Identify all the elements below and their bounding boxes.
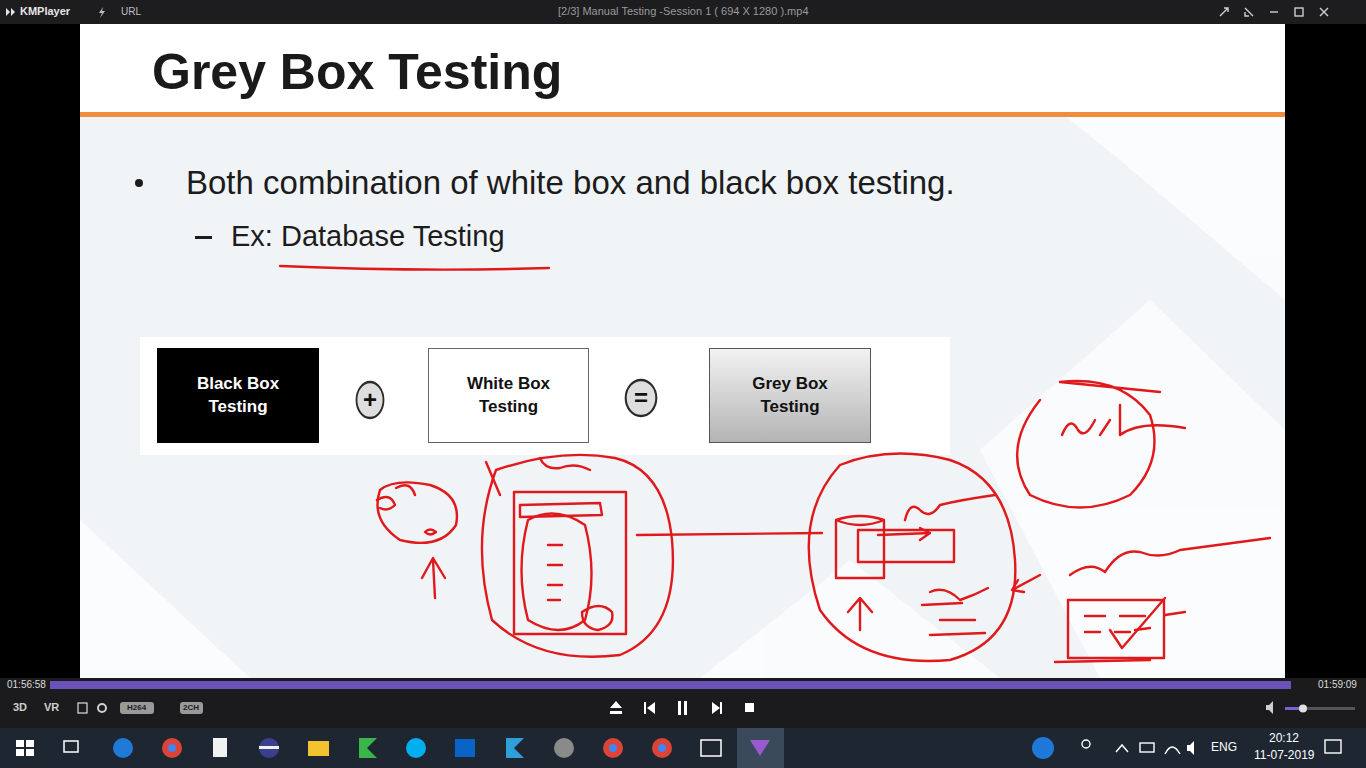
pen-annotations <box>280 266 1270 662</box>
slide-title: Grey Box Testing <box>152 44 562 102</box>
sub-bullet-text: Ex: Database Testing <box>231 220 505 253</box>
audio-channel-badge: 2CH <box>183 703 199 712</box>
3d-button: 3D <box>13 701 27 714</box>
player-title-bar <box>0 0 1366 24</box>
settings-icon <box>98 704 106 712</box>
slide-background <box>80 24 1285 678</box>
elapsed-time: 01:56:58 <box>7 679 46 691</box>
white-box: White Box Testing <box>428 348 589 443</box>
url-icon <box>99 7 105 18</box>
player-control-bar <box>0 678 1366 728</box>
taskbar-apps <box>64 728 784 768</box>
box-label: Grey Box Testing <box>722 373 858 417</box>
plus-symbol: + <box>355 380 385 420</box>
codec-badge-box <box>120 702 154 714</box>
volume-control <box>1266 701 1355 714</box>
slide-pattern <box>80 24 1285 678</box>
total-time: 01:59:09 <box>1318 679 1357 691</box>
file-title: [2/3] Manual Testing -Session 1 ( 694 X … <box>558 5 809 18</box>
equation-panel <box>140 337 950 455</box>
grey-box: Grey Box Testing <box>709 348 871 443</box>
clock-time: 20:12 <box>1269 732 1299 746</box>
black-box: Black Box Testing <box>157 348 319 443</box>
transport-buttons <box>610 701 754 715</box>
app-name: KMPlayer <box>20 5 70 18</box>
operator-sign: + <box>363 388 377 412</box>
bullet-dot <box>135 179 143 187</box>
equals-symbol: = <box>624 378 658 418</box>
input-language: ENG <box>1211 741 1237 755</box>
sub-bullet-dash <box>195 236 212 239</box>
operator-sign: = <box>634 386 648 410</box>
taskbar <box>0 728 1366 768</box>
seek-track <box>50 681 1291 689</box>
app-logo <box>6 8 15 16</box>
seek-progress <box>50 681 1291 689</box>
codec-badge: H264 <box>127 703 146 712</box>
vr-button: VR <box>44 701 59 714</box>
audio-badge-box <box>180 702 203 714</box>
playlist-icon <box>78 703 87 713</box>
slide-title-band <box>80 24 1285 113</box>
title-rule <box>80 112 1285 117</box>
url-button: URL <box>121 6 141 18</box>
bullet-text: Both combination of white box and black … <box>186 164 955 202</box>
box-label: White Box Testing <box>441 373 576 417</box>
clock-date: 11-07-2019 <box>1254 749 1315 763</box>
window-buttons <box>1220 8 1328 16</box>
start-button <box>16 740 34 756</box>
box-label: Black Box Testing <box>169 373 307 417</box>
